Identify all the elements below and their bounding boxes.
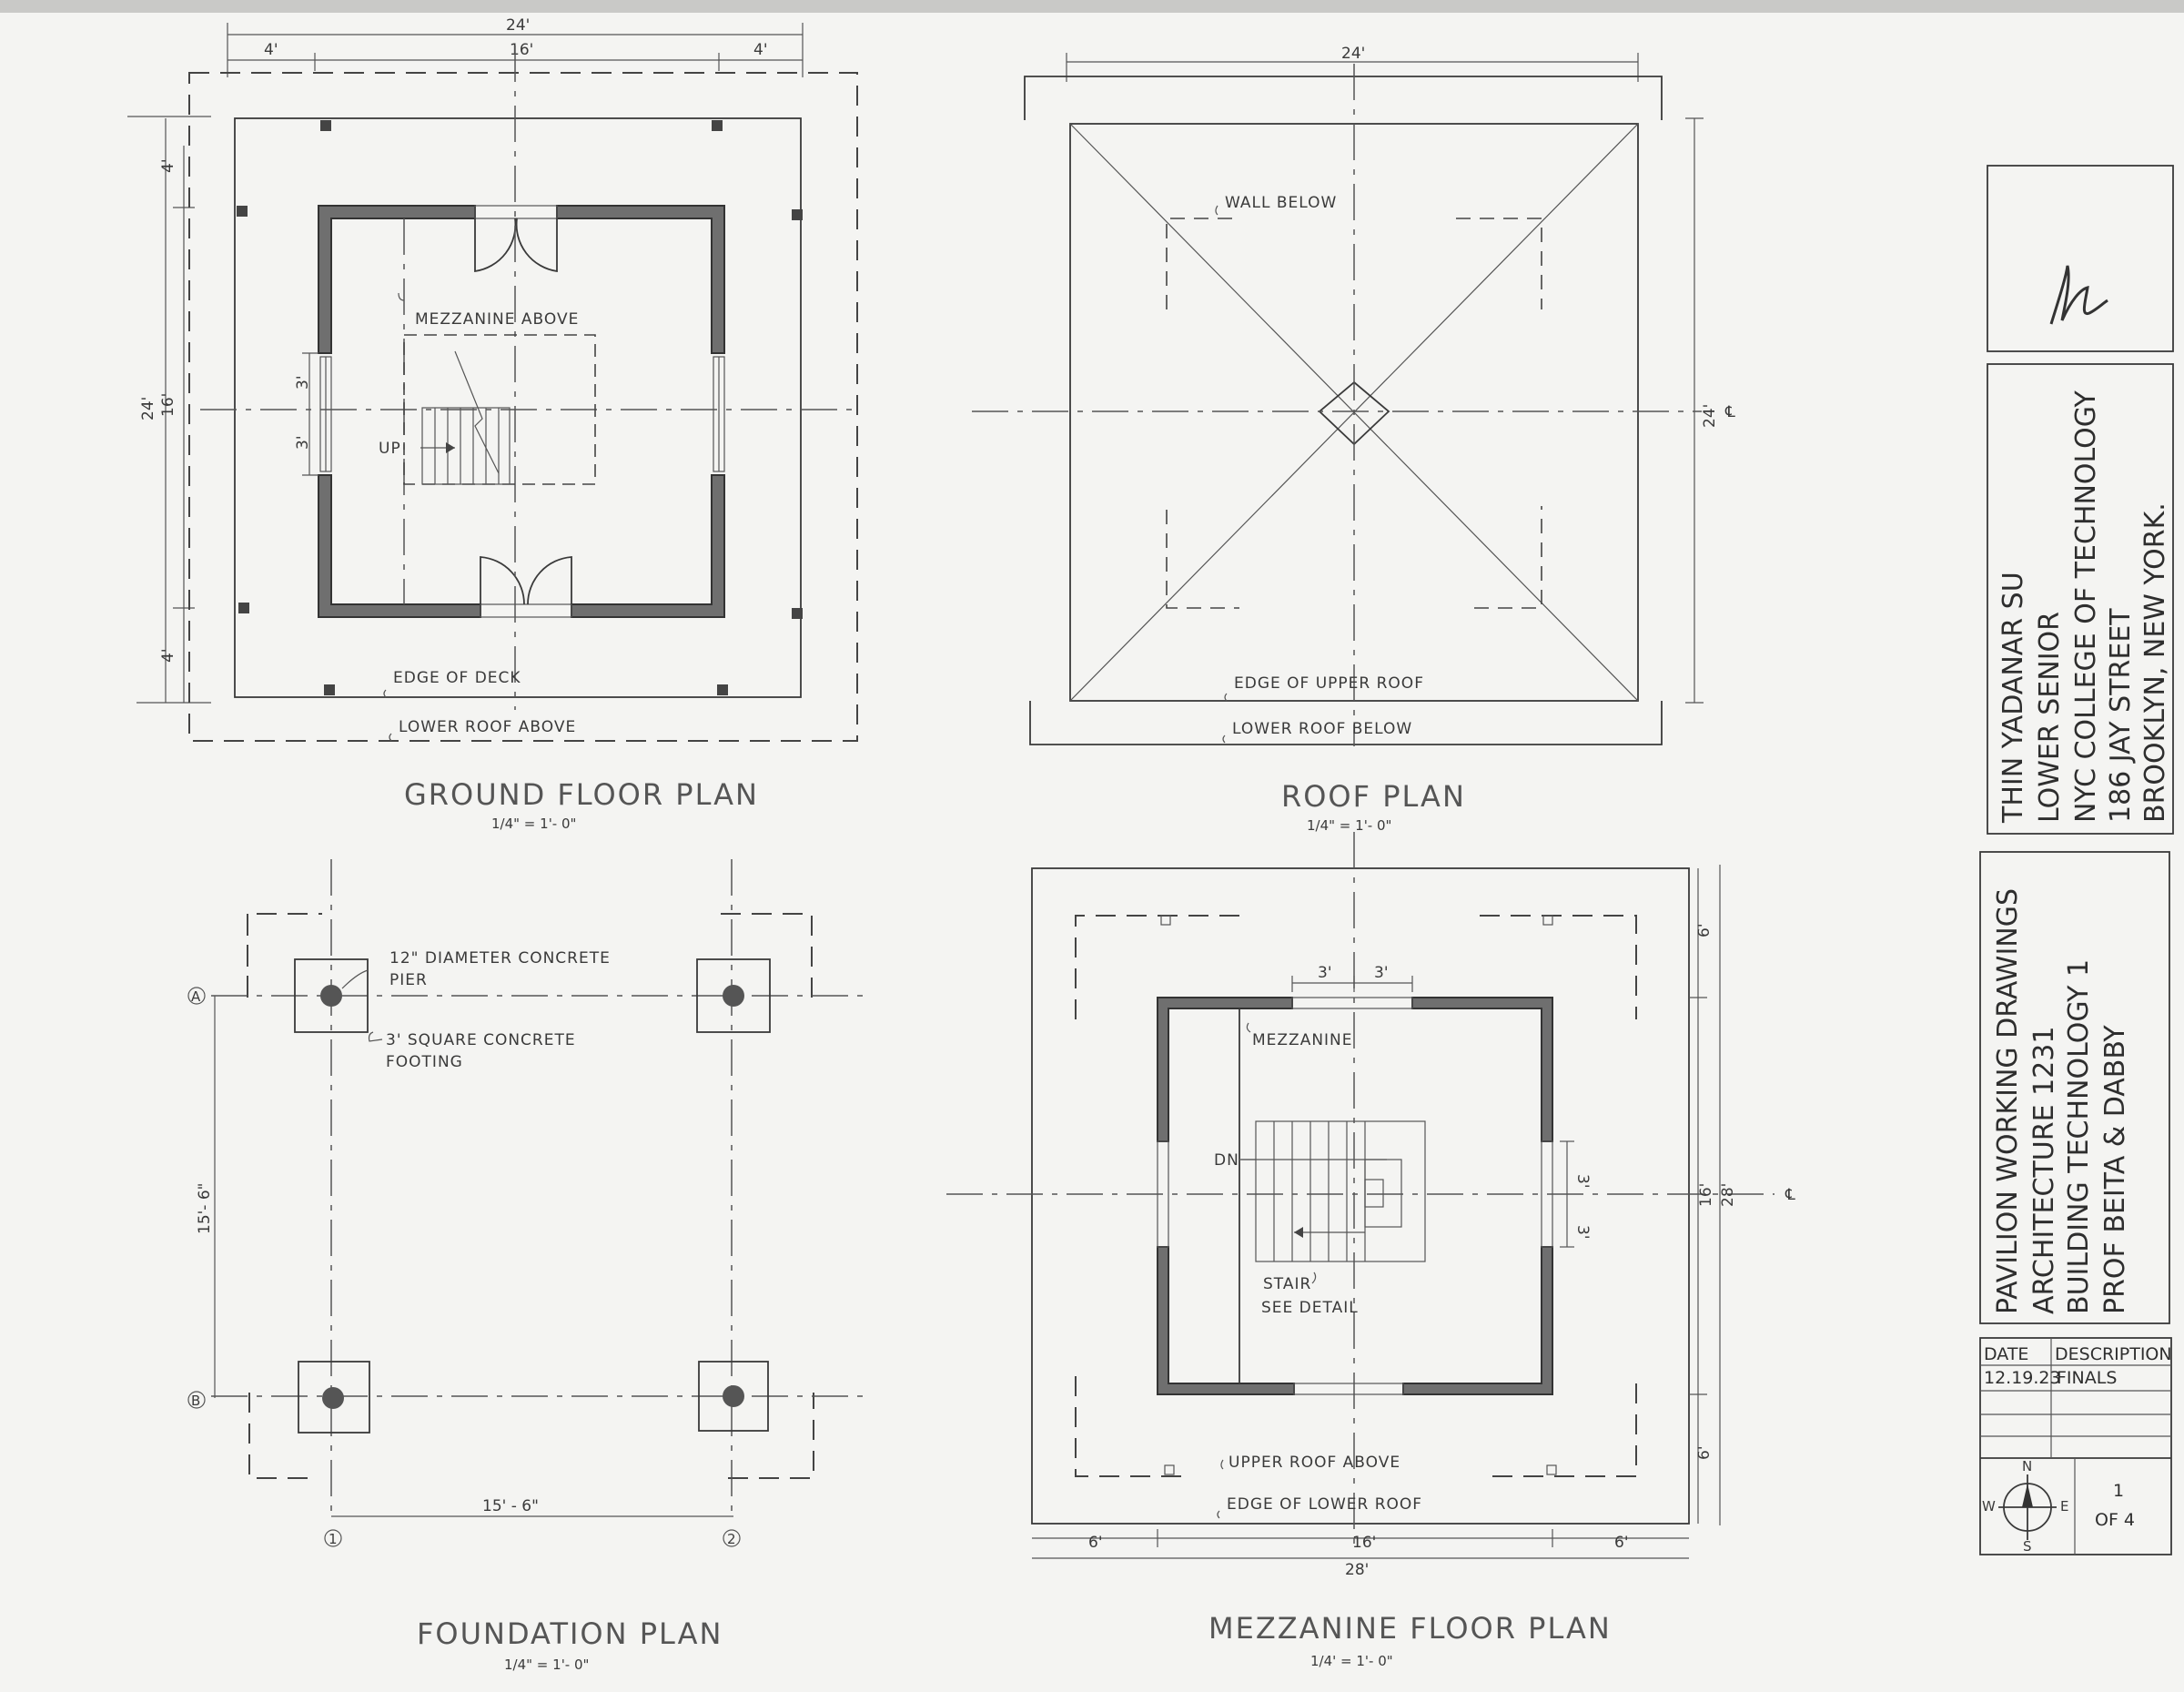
mfp-title: MEZZANINE FLOOR PLAN: [1208, 1611, 1612, 1646]
mfp-dim-right-window-bottom: 3': [1573, 1225, 1592, 1240]
compass-s-label: S: [2023, 1538, 2032, 1555]
mfp-dim-right-top: 6': [1695, 924, 1714, 938]
title-block: THIN YADANAR SU LOWER SENIOR NYC COLLEGE…: [1979, 165, 2174, 1555]
fp-grid-col-1: 1: [329, 1531, 338, 1547]
gfp-title: GROUND FLOOR PLAN: [404, 777, 759, 812]
fp-label-footing-line2: FOOTING: [386, 1053, 463, 1071]
mfp-dim-top-window-right: 3': [1374, 964, 1389, 982]
tb-description-value: FINALS: [2057, 1368, 2117, 1388]
gfp-dim-top-mid: 16': [510, 41, 533, 59]
fp-label-pier-line1: 12" DIAMETER CONCRETE: [389, 949, 611, 968]
roof-title: ROOF PLAN: [1281, 779, 1466, 814]
gfp-dim-top-right: 4': [753, 41, 768, 59]
mfp-dim-right-bottom: 6': [1695, 1446, 1714, 1461]
fp-grid-row-a: A: [191, 988, 201, 1005]
mfp-dim-bottom-right: 6': [1614, 1534, 1629, 1552]
compass-e-label: E: [2060, 1498, 2068, 1515]
mfp-dim-bottom-mid: 16': [1352, 1534, 1376, 1552]
tb-sheet-total: OF 4: [2095, 1510, 2135, 1530]
mfp-dim-top-window-left: 3': [1318, 964, 1332, 982]
tb-city: BROOKLYN, NEW YORK.: [2139, 502, 2171, 823]
gfp-dim-window-bottom: 3': [294, 436, 312, 451]
roof-label-lower-roof-below: LOWER ROOF BELOW: [1232, 720, 1412, 738]
mfp-dim-right-overall: 28': [1719, 1183, 1737, 1207]
foundation-plan: A B 1 2 15'- 6" 15' - 6" 12" DIAMETER CO…: [187, 859, 863, 1673]
mfp-dim-right-window-top: 3': [1573, 1174, 1592, 1189]
gfp-label-mezzanine-above: MEZZANINE ABOVE: [415, 310, 579, 329]
fp-label-pier-line2: PIER: [389, 971, 428, 989]
gfp-dim-top-left: 4': [264, 41, 278, 59]
compass-w-label: W: [1982, 1498, 1996, 1515]
roof-label-wall-below: WALL BELOW: [1225, 194, 1337, 212]
roof-plan: 24' 24' ℄ WALL BELOW EDGE OF UPPER ROOF …: [972, 45, 1735, 834]
tb-course: ARCHITECTURE 1231: [2028, 1027, 2060, 1314]
roof-centerline-symbol: ℄: [1724, 403, 1735, 421]
fp-dim-vertical: 15'- 6": [196, 1183, 214, 1234]
tb-professors: PROF BEITA & DABBY: [2099, 1025, 2131, 1314]
mfp-label-upper-roof-above: UPPER ROOF ABOVE: [1228, 1454, 1400, 1472]
signature-mark: [2049, 265, 2108, 325]
compass-n-label: N: [2022, 1458, 2032, 1474]
roof-dim-top: 24': [1341, 45, 1365, 63]
gfp-dim-left-mid: 16': [159, 393, 177, 417]
gfp-dim-left-overall: 24': [139, 397, 157, 420]
mfp-label-mezzanine: MEZZANINE: [1252, 1031, 1353, 1049]
mfp-scale: 1/4' = 1'- 0": [1310, 1653, 1393, 1669]
fp-dim-horizontal: 15' - 6": [482, 1497, 539, 1515]
mfp-label-see-detail: SEE DETAIL: [1261, 1299, 1359, 1317]
mfp-dim-bottom-left: 6': [1088, 1534, 1103, 1552]
mfp-dim-right-mid: 16': [1697, 1183, 1715, 1207]
ground-floor-plan: 24' 4' 16' 4' 24' 4' 16' 4': [127, 16, 858, 832]
gfp-label-lower-roof-above: LOWER ROOF ABOVE: [399, 718, 576, 736]
fp-scale: 1/4" = 1'- 0": [504, 1657, 589, 1673]
gfp-label-edge-of-deck: EDGE OF DECK: [393, 669, 521, 687]
mezzanine-floor-plan: 3' 3' 3' 3' 6' 16' 6' 28' ℄ 6' 16' 6' 28…: [946, 832, 1795, 1669]
fp-title: FOUNDATION PLAN: [417, 1616, 723, 1651]
tb-sheet-number: 1: [2113, 1481, 2124, 1501]
tb-school: NYC COLLEGE OF TECHNOLOGY: [2070, 390, 2102, 823]
mfp-centerline-symbol: ℄: [1785, 1186, 1795, 1204]
tb-description-header: DESCRIPTION: [2055, 1344, 2172, 1364]
tb-project: PAVILION WORKING DRAWINGS: [1992, 888, 2024, 1314]
tb-designer: THIN YADANAR SU: [1997, 572, 2029, 824]
mfp-dim-bottom-overall: 28': [1345, 1561, 1369, 1579]
gfp-scale: 1/4" = 1'- 0": [491, 816, 576, 832]
fp-grid-col-2: 2: [727, 1531, 736, 1547]
tb-street: 186 JAY STREET: [2105, 608, 2137, 823]
tb-date-value: 12.19.23: [1984, 1368, 2061, 1388]
mfp-label-stair: STAIR: [1263, 1275, 1311, 1293]
fp-grid-row-b: B: [191, 1393, 200, 1409]
gfp-dim-left-bottom: 4': [159, 649, 177, 664]
fp-label-footing-line1: 3' SQUARE CONCRETE: [386, 1031, 576, 1049]
gfp-dim-left-top: 4': [159, 159, 177, 174]
mfp-label-dn: DN: [1214, 1151, 1239, 1170]
gfp-label-up: UP: [379, 440, 401, 458]
gfp-dim-overall-top: 24': [506, 16, 530, 35]
tb-level: LOWER SENIOR: [2034, 612, 2066, 823]
roof-scale: 1/4" = 1'- 0": [1307, 817, 1391, 834]
tb-subject: BUILDING TECHNOLOGY 1: [2063, 959, 2095, 1314]
tb-date-header: DATE: [1984, 1344, 2028, 1364]
roof-label-edge-of-upper-roof: EDGE OF UPPER ROOF: [1234, 674, 1424, 693]
roof-dim-right: 24': [1701, 404, 1719, 428]
gfp-dim-window-top: 3': [294, 376, 312, 390]
mfp-label-edge-of-lower-roof: EDGE OF LOWER ROOF: [1227, 1495, 1422, 1514]
